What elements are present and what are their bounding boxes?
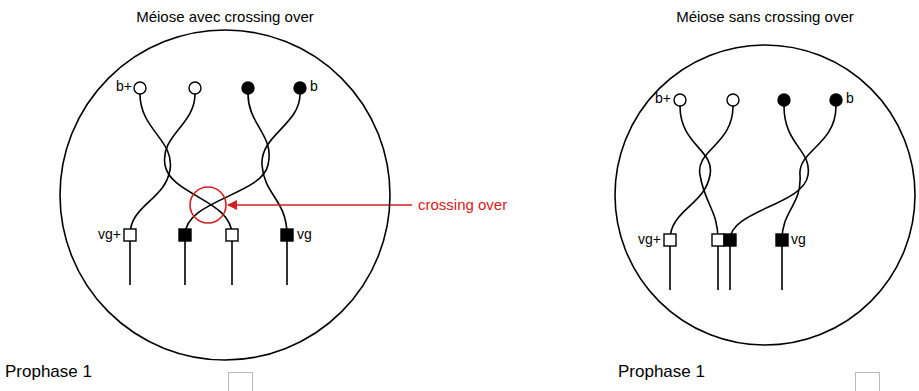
allele-label: vg+ xyxy=(98,226,121,242)
cell-outline xyxy=(58,28,392,362)
cell-heading: Méiose avec crossing over xyxy=(136,8,314,25)
stage-label: Prophase 1 xyxy=(5,362,92,382)
allele-label: b xyxy=(310,78,318,94)
cell-outline xyxy=(613,43,917,347)
cell-circle: Méiose avec crossing overb+bvg+vg xyxy=(60,30,390,360)
callout-label: crossing over xyxy=(418,196,507,213)
allele-label: vg xyxy=(297,226,312,242)
allele-label: b+ xyxy=(116,78,132,94)
allele-label: vg+ xyxy=(638,231,661,247)
allele-label: b xyxy=(846,90,854,106)
allele-label: b+ xyxy=(655,90,671,106)
allele-label: vg xyxy=(791,231,806,247)
cell-circle: Méiose sans crossing overb+bvg+vg xyxy=(615,45,915,345)
cell-heading: Méiose sans crossing over xyxy=(676,8,854,25)
stage-label: Prophase 1 xyxy=(618,362,705,382)
